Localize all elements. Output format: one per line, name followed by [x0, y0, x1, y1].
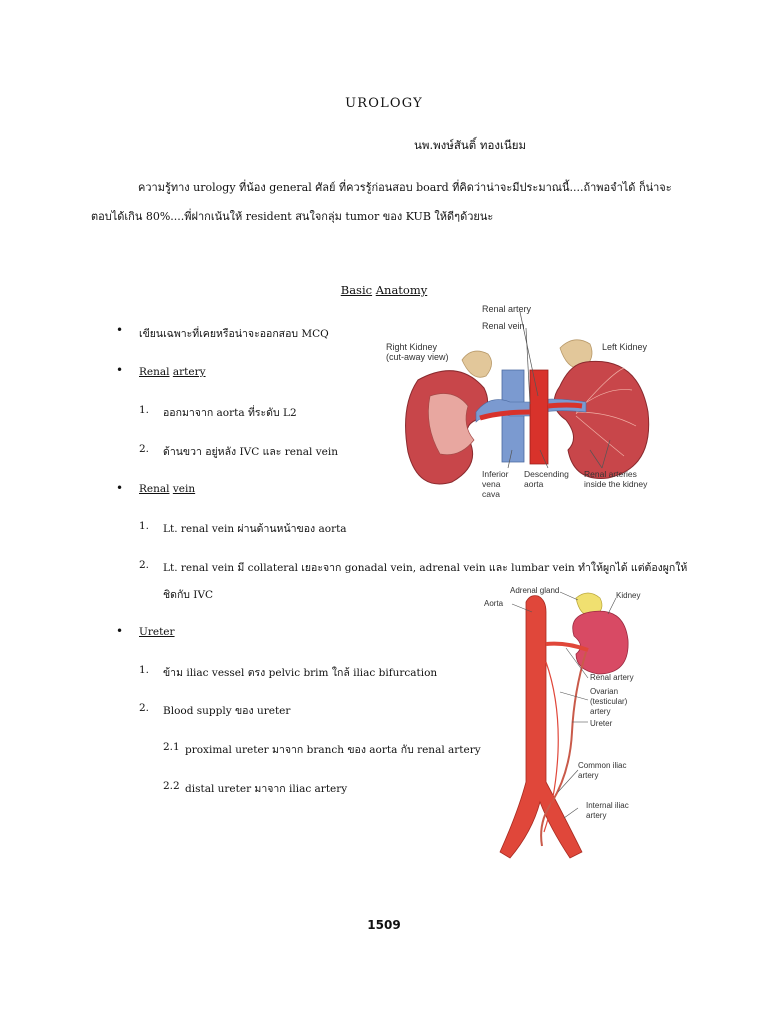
sublist-item-text: distal ureter มาจาก iliac artery [185, 783, 348, 795]
list-item-text: ออกมาจาก aorta ที่ระดับ L2 [163, 407, 297, 419]
label-common-iliac-2: artery [578, 771, 598, 780]
label-ureter: Ureter [590, 719, 613, 728]
label-ovarian-3: artery [590, 707, 610, 716]
right-adrenal-gland [461, 350, 492, 378]
renal-artery-word2: artery [172, 366, 206, 378]
list-number: 1. [139, 520, 150, 532]
label-adrenal-gland: Adrenal gland [510, 586, 559, 595]
page-title: UROLOGY [345, 96, 423, 111]
left-kidney-shape [553, 360, 650, 479]
bullet-icon: • [116, 481, 124, 495]
renal-vein-word2: vein [172, 483, 196, 495]
label-aorta-1: Descending [524, 469, 569, 479]
list-number: 2. [139, 559, 150, 571]
label-renal-arteries-2: inside the kidney [584, 479, 648, 489]
sublist-number: 2.2 [163, 780, 180, 792]
heading-ureter: Ureter [139, 626, 175, 638]
label-aorta: Aorta [484, 599, 504, 608]
label-ivc-3: cava [482, 489, 500, 499]
section-heading: Basic Anatomy [0, 283, 768, 297]
label-kidney: Kidney [616, 591, 640, 600]
heading-renal-artery: Renal artery [139, 366, 206, 378]
aorta-ureter-figure: Adrenal gland Aorta Kidney Renal artery … [484, 586, 640, 859]
label-aorta-2: aorta [524, 479, 544, 489]
intro-line-2: ตอบได้เกิน 80%....พี่ฝากเน้นให้ resident… [91, 210, 494, 223]
label-common-iliac-1: Common iliac [578, 761, 626, 770]
section-heading-word2: Anatomy [375, 283, 428, 297]
label-left-kidney: Left Kidney [602, 342, 648, 352]
bullet-icon: • [116, 624, 124, 638]
intro-line-1: ความรู้ทาง urology ที่น้อง general ศัลย์… [138, 181, 672, 194]
list-item-text: ข้าม iliac vessel ตรง pelvic brim ใกล้ i… [163, 667, 438, 679]
label-ovarian-1: Ovarian [590, 687, 618, 696]
kidney-shape [572, 610, 629, 675]
renal-artery-word1: Renal [139, 366, 170, 378]
ureter-line [540, 651, 587, 847]
adrenal-gland-shape [575, 592, 603, 617]
list-item-text: ด้านขวา อยู่หลัง IVC และ renal vein [163, 446, 338, 458]
bullet-icon: • [116, 363, 124, 377]
page-number: 1509 [367, 918, 401, 932]
label-right-kidney: Right Kidney [386, 342, 438, 352]
bullet-text-mcq: เขียนเฉพาะที่เคยหรือน่าจะออกสอบ MCQ [139, 328, 329, 340]
list-item-text: Blood supply ของ ureter [163, 705, 291, 717]
section-heading-word1: Basic [340, 283, 373, 297]
kidney-anatomy-figure: Renal artery Renal vein Right Kidney (cu… [386, 304, 650, 499]
list-number: 1. [139, 664, 150, 676]
label-ivc-1: Inferior [482, 469, 509, 479]
bullet-icon: • [116, 323, 124, 337]
sublist-number: 2.1 [163, 741, 180, 753]
label-renal-artery: Renal artery [482, 304, 532, 314]
list-item-text: Lt. renal vein ผ่านด้านหน้าของ aorta [163, 523, 347, 535]
renal-vein-word1: Renal [139, 483, 170, 495]
descending-aorta-vessel [529, 369, 549, 465]
label-renal-vein: Renal vein [482, 321, 525, 331]
label-right-kidney-sub: (cut-away view) [386, 352, 449, 362]
list-item-text: Lt. renal vein มี collateral เยอะจาก gon… [163, 562, 688, 574]
list-number: 1. [139, 404, 150, 416]
author-name: นพ.พงษ์สันติ์ ทองเนียม [414, 138, 527, 152]
label-internal-iliac-2: artery [586, 811, 606, 820]
heading-renal-vein: Renal vein [139, 483, 195, 495]
label-renal-artery: Renal artery [590, 673, 634, 682]
list-number: 2. [139, 443, 150, 455]
left-adrenal-gland [559, 339, 593, 369]
list-number: 2. [139, 702, 150, 714]
list-item-text-continued: ชิดกับ IVC [163, 589, 214, 601]
label-internal-iliac-1: Internal iliac [586, 801, 629, 810]
sublist-item-text: proximal ureter มาจาก branch ของ aorta ก… [185, 744, 481, 756]
label-ivc-2: vena [482, 479, 501, 489]
ovarian-artery-line [543, 661, 559, 833]
label-ovarian-2: (testicular) [590, 697, 628, 706]
aorta-trunk [499, 595, 583, 859]
label-renal-arteries-1: Renal arteries [584, 469, 637, 479]
